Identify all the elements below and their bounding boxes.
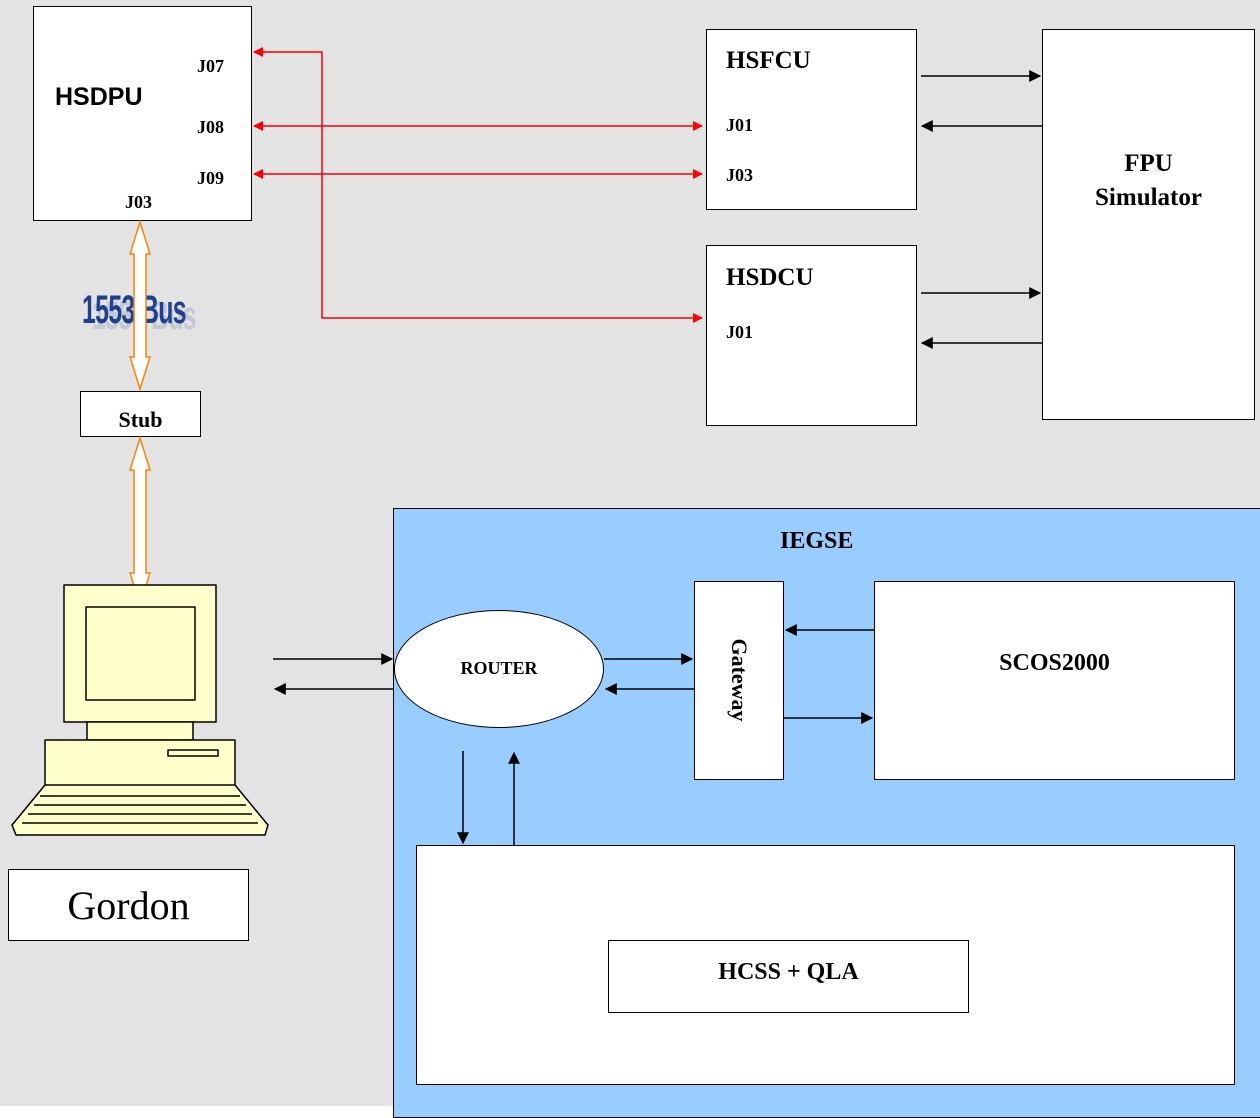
bus-arrow-hsdpu-stub: [130, 222, 150, 389]
link-j07-hsdcu: [254, 52, 702, 318]
bus-arrow-stub-computer: [130, 438, 150, 605]
computer-icon: [12, 585, 268, 835]
